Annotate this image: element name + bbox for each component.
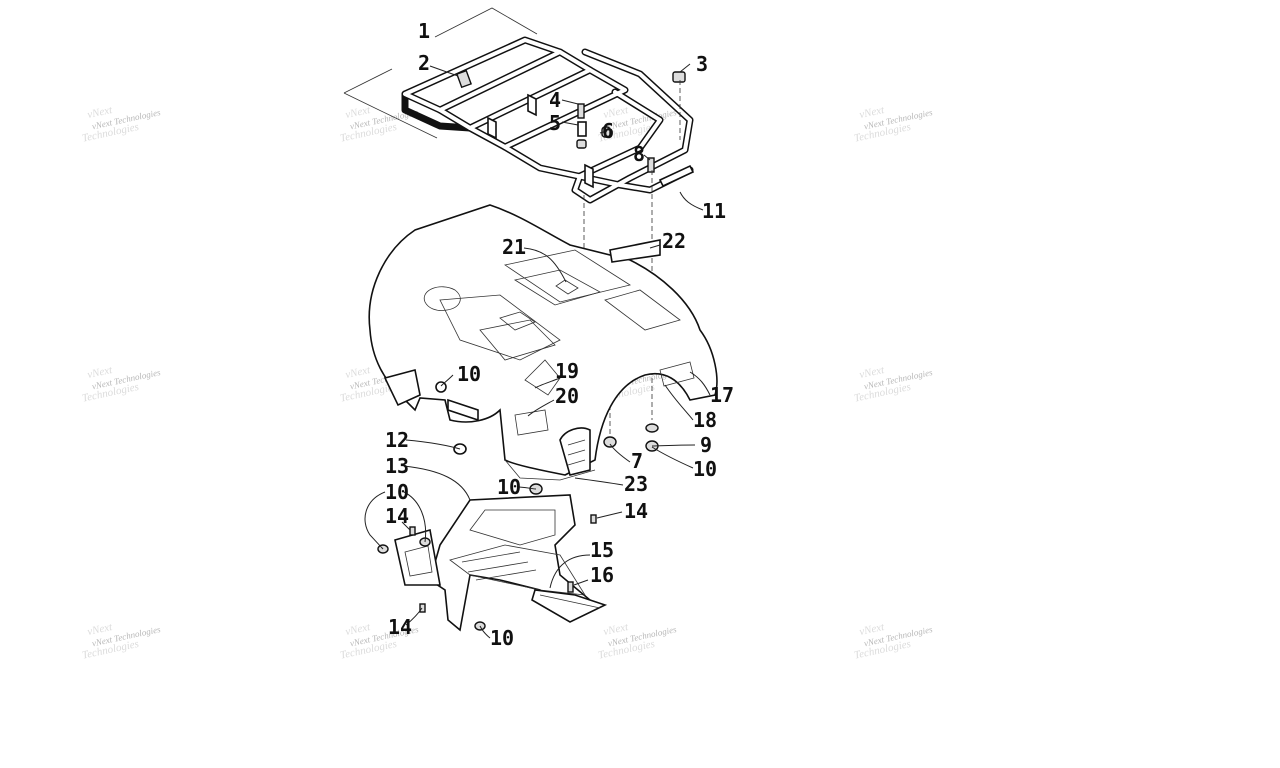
callout-15: 15 (590, 538, 614, 562)
callout-10-bottom: 10 (490, 626, 514, 650)
svg-text:vNext: vNext (344, 621, 372, 638)
svg-text:vNext: vNext (344, 104, 372, 121)
callout-8: 8 (633, 142, 645, 166)
footrest (531, 589, 608, 623)
callout-4: 4 (549, 88, 561, 112)
callout-3: 3 (696, 52, 708, 76)
callout-22: 22 (662, 229, 686, 253)
callout-10-mid: 10 (497, 475, 521, 499)
svg-text:vNext: vNext (86, 621, 114, 638)
callout-10-fender: 10 (693, 457, 717, 481)
callout-14-left: 14 (385, 504, 409, 528)
watermark: vNext vNext Technologies Technologies (597, 621, 678, 662)
callout-17: 17 (710, 383, 734, 407)
callout-23: 23 (624, 472, 648, 496)
callout-2: 2 (418, 51, 430, 75)
rear-rack (401, 36, 695, 204)
fender-hardware (435, 381, 659, 495)
callout-1: 1 (418, 19, 430, 43)
callout-6: 6 (602, 119, 614, 143)
callout-14-right: 14 (624, 499, 648, 523)
watermark: vNext vNext Technologies Technologies (81, 364, 162, 405)
callout-10-rack: 10 (457, 362, 481, 386)
svg-text:vNext: vNext (86, 364, 114, 381)
svg-text:vNext: vNext (858, 621, 886, 638)
decal-22 (609, 239, 661, 263)
svg-text:vNext: vNext (858, 104, 886, 121)
svg-text:vNext: vNext (858, 364, 886, 381)
callout-11: 11 (702, 199, 726, 223)
callout-13: 13 (385, 454, 409, 478)
watermark: vNext vNext Technologies Technologies (339, 104, 420, 145)
callout-19: 19 (555, 359, 579, 383)
callout-20: 20 (555, 384, 579, 408)
rear-fender (368, 204, 718, 481)
leader-lines (364, 63, 711, 639)
svg-text:vNext: vNext (602, 104, 630, 121)
watermark: vNext vNext Technologies Technologies (853, 104, 934, 145)
callouts: 1 2 3 4 5 6 7 8 9 10 10 10 10 10 11 12 1… (385, 19, 734, 650)
svg-text:vNext: vNext (344, 364, 372, 381)
callout-12: 12 (385, 428, 409, 452)
svg-text:vNext: vNext (86, 104, 114, 121)
svg-text:vNext: vNext (602, 621, 630, 638)
watermark: vNext vNext Technologies Technologies (81, 104, 162, 145)
callout-10-left: 10 (385, 480, 409, 504)
callout-9: 9 (700, 433, 712, 457)
rack-fasteners (456, 69, 686, 173)
callout-14-bottom: 14 (388, 615, 412, 639)
watermark: vNext vNext Technologies Technologies (853, 621, 934, 662)
assembly-bracket (343, 7, 538, 139)
callout-18: 18 (693, 408, 717, 432)
watermark: vNext vNext Technologies Technologies (81, 621, 162, 662)
callout-21: 21 (502, 235, 526, 259)
watermark: vNext vNext Technologies Technologies (853, 364, 934, 405)
callout-5: 5 (549, 111, 561, 135)
callout-7: 7 (631, 449, 643, 473)
callout-16: 16 (590, 563, 614, 587)
